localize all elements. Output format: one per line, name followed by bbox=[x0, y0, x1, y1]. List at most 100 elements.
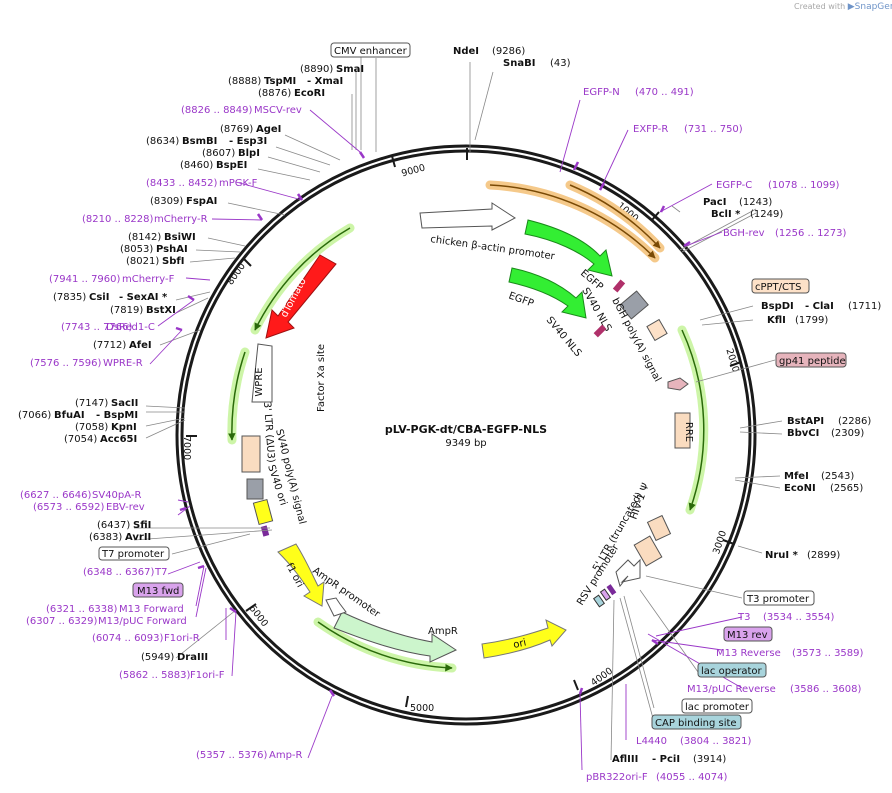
label-paci: PacI bbox=[703, 197, 726, 208]
label-smai-pos: (8890) bbox=[300, 64, 333, 75]
label-lacop: lac operator bbox=[701, 666, 762, 677]
label-bfuai-pos: (7066) bbox=[18, 410, 51, 421]
feature-ori bbox=[481, 619, 567, 659]
label-sexai: - SexAI * bbox=[119, 292, 168, 303]
feature-cppt bbox=[646, 318, 668, 342]
label-nrui-pos: (2899) bbox=[807, 550, 840, 561]
label-afei-pos: (7712) bbox=[93, 340, 126, 351]
label-clai: - ClaI bbox=[805, 301, 834, 312]
label-m13pucrev: M13/pUC Reverse bbox=[687, 684, 776, 695]
label-m13forward: M13 Forward bbox=[119, 604, 184, 615]
label-bsmbi-pos: (8634) bbox=[146, 136, 179, 147]
label-egfpn-pos: (470 .. 491) bbox=[635, 87, 694, 98]
label-bstapi: BstAPI bbox=[787, 416, 824, 427]
label-avrii-pos: (6383) bbox=[89, 532, 122, 543]
label-bghrev-pos: (1256 .. 1273) bbox=[775, 228, 847, 239]
label-bstapi-pos: (2286) bbox=[838, 416, 871, 427]
label-afei: AfeI bbox=[129, 340, 152, 351]
label-ebvrev: EBV-rev bbox=[106, 502, 145, 513]
label-ebvrev-pos: (6573 .. 6592) bbox=[33, 502, 105, 513]
label-fspai: FspAI bbox=[186, 196, 217, 207]
label-bsmbi: BsmBI bbox=[182, 136, 217, 147]
label-bspmi: - BspMI bbox=[96, 410, 138, 421]
label-gp41: gp41 peptide bbox=[779, 356, 846, 367]
label-t3prom: T3 promoter bbox=[746, 594, 810, 605]
label-blpi-pos: (8607) bbox=[202, 148, 235, 159]
backbone-ticks bbox=[186, 148, 742, 708]
label-m13pucfwd: M13/pUC Forward bbox=[98, 616, 187, 627]
label-ndei: NdeI bbox=[453, 46, 479, 57]
label-egfpn: EGFP-N bbox=[583, 87, 620, 98]
label-bstxi: BstXI bbox=[146, 305, 176, 316]
arc-wpre-green bbox=[227, 347, 250, 445]
label-t3: T3 bbox=[737, 612, 750, 623]
label-agei-pos: (8769) bbox=[220, 124, 253, 135]
box-gp41 bbox=[775, 352, 847, 368]
label-wprer: WPRE-R bbox=[103, 358, 143, 369]
nls-marker-a bbox=[612, 279, 626, 293]
lac-cluster-markers bbox=[592, 584, 617, 608]
label-m13pucrev-pos: (3586 .. 3608) bbox=[790, 684, 862, 695]
label-m13reverse: M13 Reverse bbox=[716, 648, 781, 659]
label-egfpc-pos: (1078 .. 1099) bbox=[768, 180, 840, 191]
label-chicken-actin: chicken β-actin promoter bbox=[430, 234, 557, 262]
label-econi-pos: (2565) bbox=[830, 483, 863, 494]
feature-egfp-b bbox=[508, 267, 587, 319]
label-wprer-pos: (7576 .. 7596) bbox=[30, 358, 102, 369]
label-pshai: PshAI bbox=[156, 244, 188, 255]
label-bcli-pos: (1249) bbox=[750, 209, 783, 220]
feature-wpre bbox=[251, 343, 273, 403]
box-cppt bbox=[751, 278, 810, 294]
label-acc65i-pos: (7054) bbox=[64, 434, 97, 445]
label-nrui: NruI * bbox=[765, 550, 799, 561]
label-sv40nls-b: SV40 NLS bbox=[544, 315, 584, 359]
label-pbr-pos: (4055 .. 4074) bbox=[656, 772, 728, 783]
credit-brand: SnapGene bbox=[854, 2, 892, 12]
label-sfii-pos: (6437) bbox=[97, 520, 130, 531]
label-pbr: pBR322ori-F bbox=[586, 772, 648, 783]
label-econi: EcoNI bbox=[784, 483, 816, 494]
label-ampr-primer: Amp-R bbox=[269, 750, 303, 761]
feature-egfp-a bbox=[524, 219, 613, 277]
label-ecori-pos: (8876) bbox=[258, 88, 291, 99]
label-exfpr-pos: (731 .. 750) bbox=[684, 124, 743, 135]
label-l4440: L4440 bbox=[636, 736, 667, 747]
feature-ampr bbox=[333, 611, 458, 663]
label-bspdi: BspDI bbox=[761, 301, 794, 312]
box-m13fwd bbox=[132, 582, 184, 598]
label-mscvrev: MSCV-rev bbox=[254, 105, 302, 116]
box-m13rev bbox=[723, 626, 773, 642]
label-t7prom: T7 promoter bbox=[101, 549, 165, 560]
label-exfpr: EXFP-R bbox=[633, 124, 668, 135]
label-kfli: KflI bbox=[767, 315, 786, 326]
arc-egfp-orange bbox=[565, 180, 665, 253]
label-f1orif: F1ori-F bbox=[190, 670, 225, 681]
callout-lines bbox=[133, 54, 783, 761]
label-mfei-pos: (2543) bbox=[821, 471, 854, 482]
label-ecori: EcoRI bbox=[294, 88, 325, 99]
feature-rsv bbox=[615, 558, 641, 588]
plasmid-size: 9349 bp bbox=[445, 438, 486, 449]
label-egfpc: EGFP-C bbox=[716, 180, 752, 191]
label-bspdi-pos: (1711) bbox=[848, 301, 881, 312]
feature-hiv bbox=[646, 514, 672, 542]
box-cmv bbox=[330, 42, 411, 58]
label-sbfi: SbfI bbox=[162, 256, 184, 267]
label-bsiwi: BsiWI bbox=[164, 232, 196, 243]
feature-sv40ori bbox=[252, 498, 274, 526]
label-f1orir-pos: (6074 .. 6093) bbox=[92, 633, 164, 644]
snapgene-credit: Created with ▶SnapGene bbox=[794, 2, 892, 12]
label-cap: CAP binding site bbox=[655, 718, 737, 729]
label-sv40par: SV40pA-R bbox=[92, 490, 141, 501]
label-bstxi-pos: (7819) bbox=[110, 305, 143, 316]
feature-bgh bbox=[619, 290, 649, 320]
box-lacop bbox=[697, 662, 767, 678]
primer-lines bbox=[149, 99, 743, 771]
label-ampr: AmpR bbox=[428, 626, 458, 637]
label-pshai-pos: (8053) bbox=[120, 244, 153, 255]
label-m13reverse-pos: (3573 .. 3589) bbox=[792, 648, 864, 659]
label-bcli: BclI * bbox=[711, 209, 741, 220]
label-mcherryf: mCherry-F bbox=[122, 274, 175, 285]
label-m13pucfwd-pos: (6307 .. 6329) bbox=[26, 616, 98, 627]
